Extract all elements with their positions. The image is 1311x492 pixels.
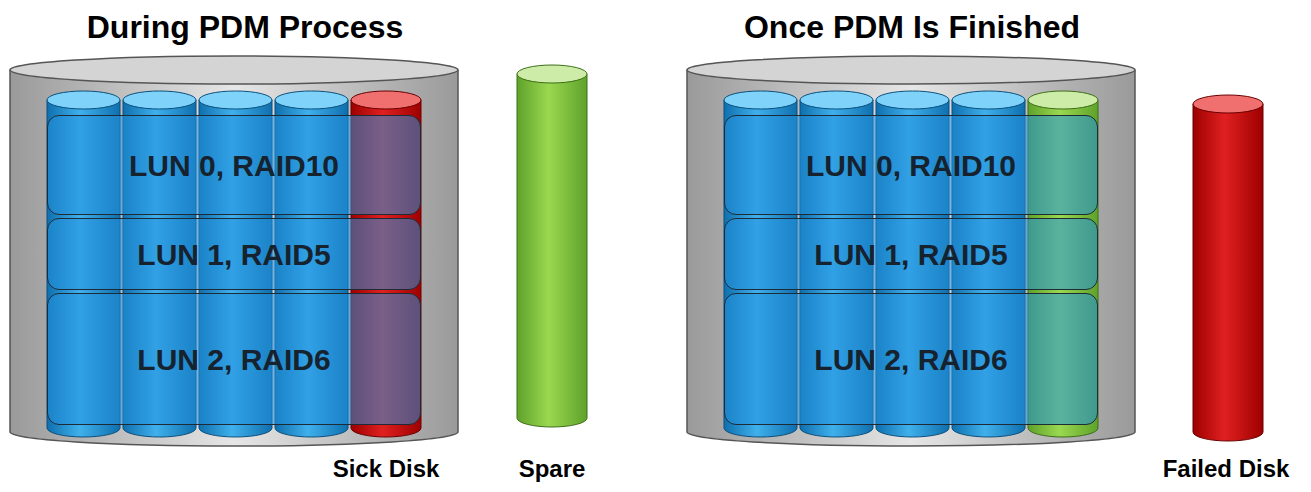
lun-band: LUN 2, RAID6: [724, 293, 1098, 425]
lun-band: LUN 0, RAID10: [724, 115, 1098, 215]
failed-disk: [1193, 95, 1263, 441]
lun-label: LUN 0, RAID10: [806, 149, 1016, 182]
lun-band: LUN 1, RAID5: [724, 218, 1098, 290]
lun-label: LUN 2, RAID6: [137, 343, 330, 376]
enclosure: [10, 56, 458, 446]
panel-title: Once PDM Is Finished: [744, 10, 1080, 45]
disk-label: Spare: [519, 456, 586, 482]
panel-title: During PDM Process: [87, 10, 404, 45]
lun-band: LUN 0, RAID10: [47, 115, 421, 215]
lun-band: LUN 2, RAID6: [47, 293, 421, 425]
disk-label: Sick Disk: [333, 456, 440, 482]
lun-label: LUN 0, RAID10: [129, 149, 339, 182]
spare-disk: [517, 65, 587, 427]
lun-label: LUN 2, RAID6: [814, 343, 1007, 376]
lun-label: LUN 1, RAID5: [137, 238, 330, 271]
disk-label: Failed Disk: [1163, 456, 1290, 482]
lun-band: LUN 1, RAID5: [47, 218, 421, 290]
lun-label: LUN 1, RAID5: [814, 238, 1007, 271]
enclosure: [687, 56, 1135, 446]
